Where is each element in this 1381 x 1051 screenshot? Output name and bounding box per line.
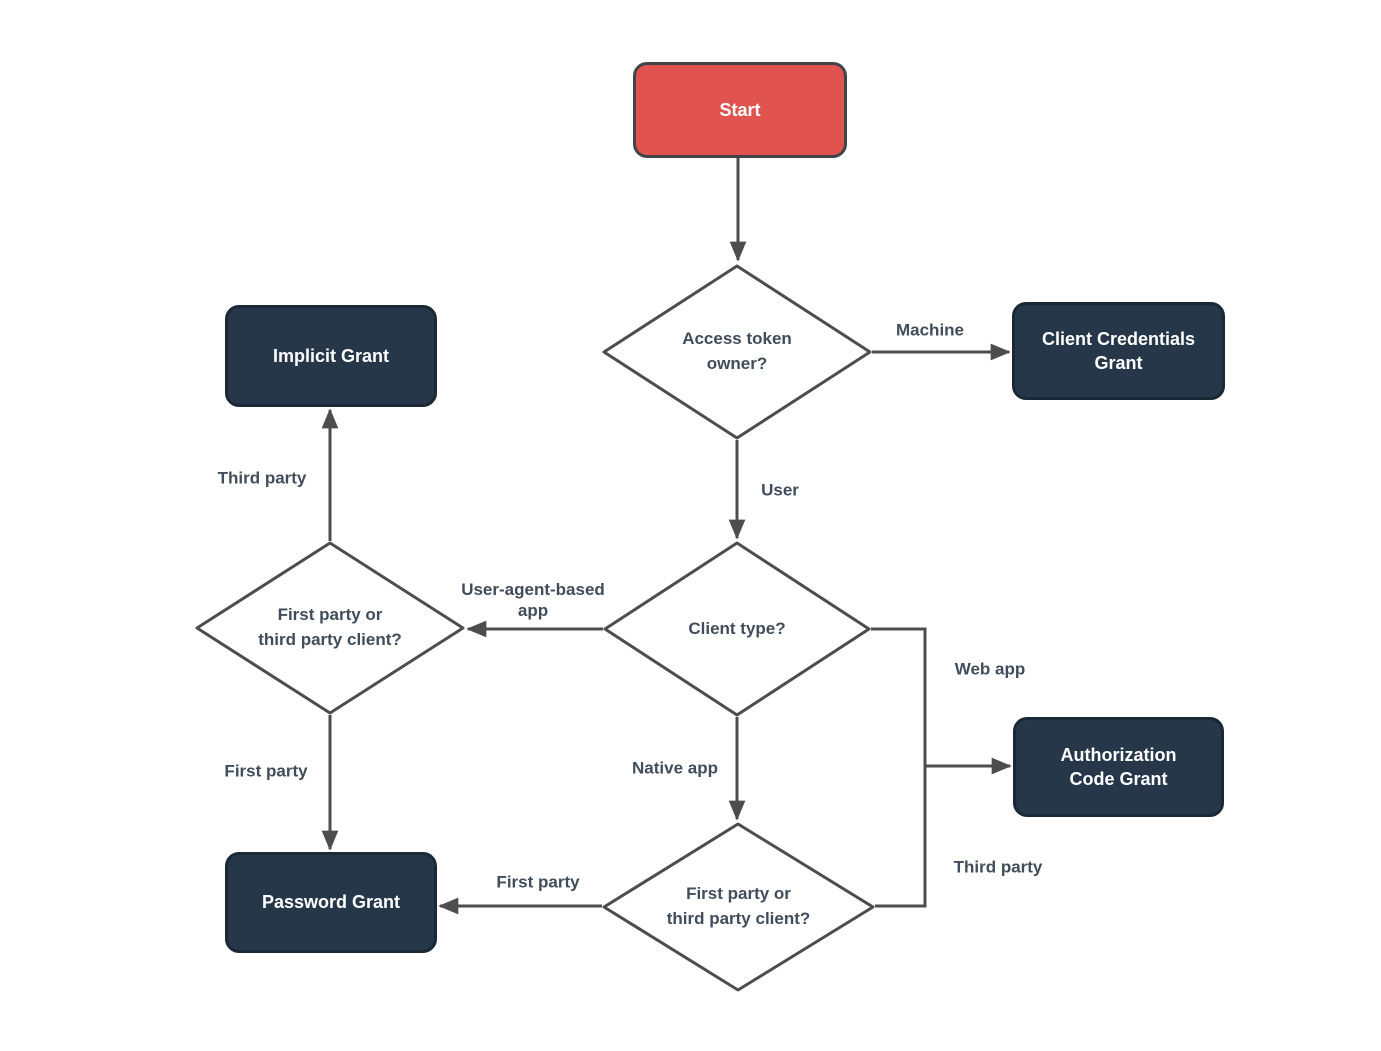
diamond-shape bbox=[195, 541, 465, 715]
edge-label-user: User bbox=[761, 480, 799, 500]
diamond-shape bbox=[602, 264, 872, 440]
node-implicit-grant-label: Implicit Grant bbox=[272, 345, 389, 366]
edge-label-native-app: Native app bbox=[632, 758, 718, 778]
connector-webapp-thirdparty-trunk bbox=[871, 627, 927, 908]
node-client-credentials-grant: Client Credentials Grant bbox=[1012, 302, 1225, 400]
edge-label-first-party-bottom: First party bbox=[496, 872, 580, 892]
node-client-credentials-grant-label: Client Credentials Grant bbox=[1041, 328, 1196, 373]
node-client-type-label: Client type? bbox=[688, 618, 786, 638]
edge-label-third-party-left: Third party bbox=[217, 468, 307, 488]
node-client-type-decision: Client type? bbox=[603, 541, 871, 717]
node-password-grant: Password Grant bbox=[225, 852, 437, 953]
node-first-or-third-party-left-decision: First party or third party client? bbox=[195, 541, 465, 715]
node-implicit-grant: Implicit Grant bbox=[225, 305, 437, 407]
node-access-token-owner-label: Access token owner? bbox=[682, 329, 792, 373]
node-authorization-code-grant-label: Authorization Code Grant bbox=[1060, 744, 1177, 789]
diamond-shape bbox=[603, 541, 871, 717]
node-first-or-third-party-bottom-label: First party or third party client? bbox=[666, 884, 811, 928]
edge-label-third-party-right: Third party bbox=[953, 857, 1043, 877]
node-access-token-owner-decision: Access token owner? bbox=[602, 264, 872, 440]
diamond-shape bbox=[602, 822, 875, 992]
node-start: Start bbox=[633, 62, 847, 158]
node-start-label: Start bbox=[719, 99, 761, 120]
node-first-or-third-party-left-label: First party or third party client? bbox=[258, 605, 402, 649]
node-first-or-third-party-bottom-decision: First party or third party client? bbox=[602, 822, 875, 992]
edge-label-first-party-left: First party bbox=[224, 761, 308, 781]
node-password-grant-label: Password Grant bbox=[261, 892, 401, 913]
edge-label-machine: Machine bbox=[895, 320, 965, 340]
edge-label-web-app: Web app bbox=[954, 659, 1026, 679]
node-authorization-code-grant: Authorization Code Grant bbox=[1013, 717, 1224, 817]
edge-label-user-agent-based-app: User-agent-based app bbox=[461, 579, 605, 620]
